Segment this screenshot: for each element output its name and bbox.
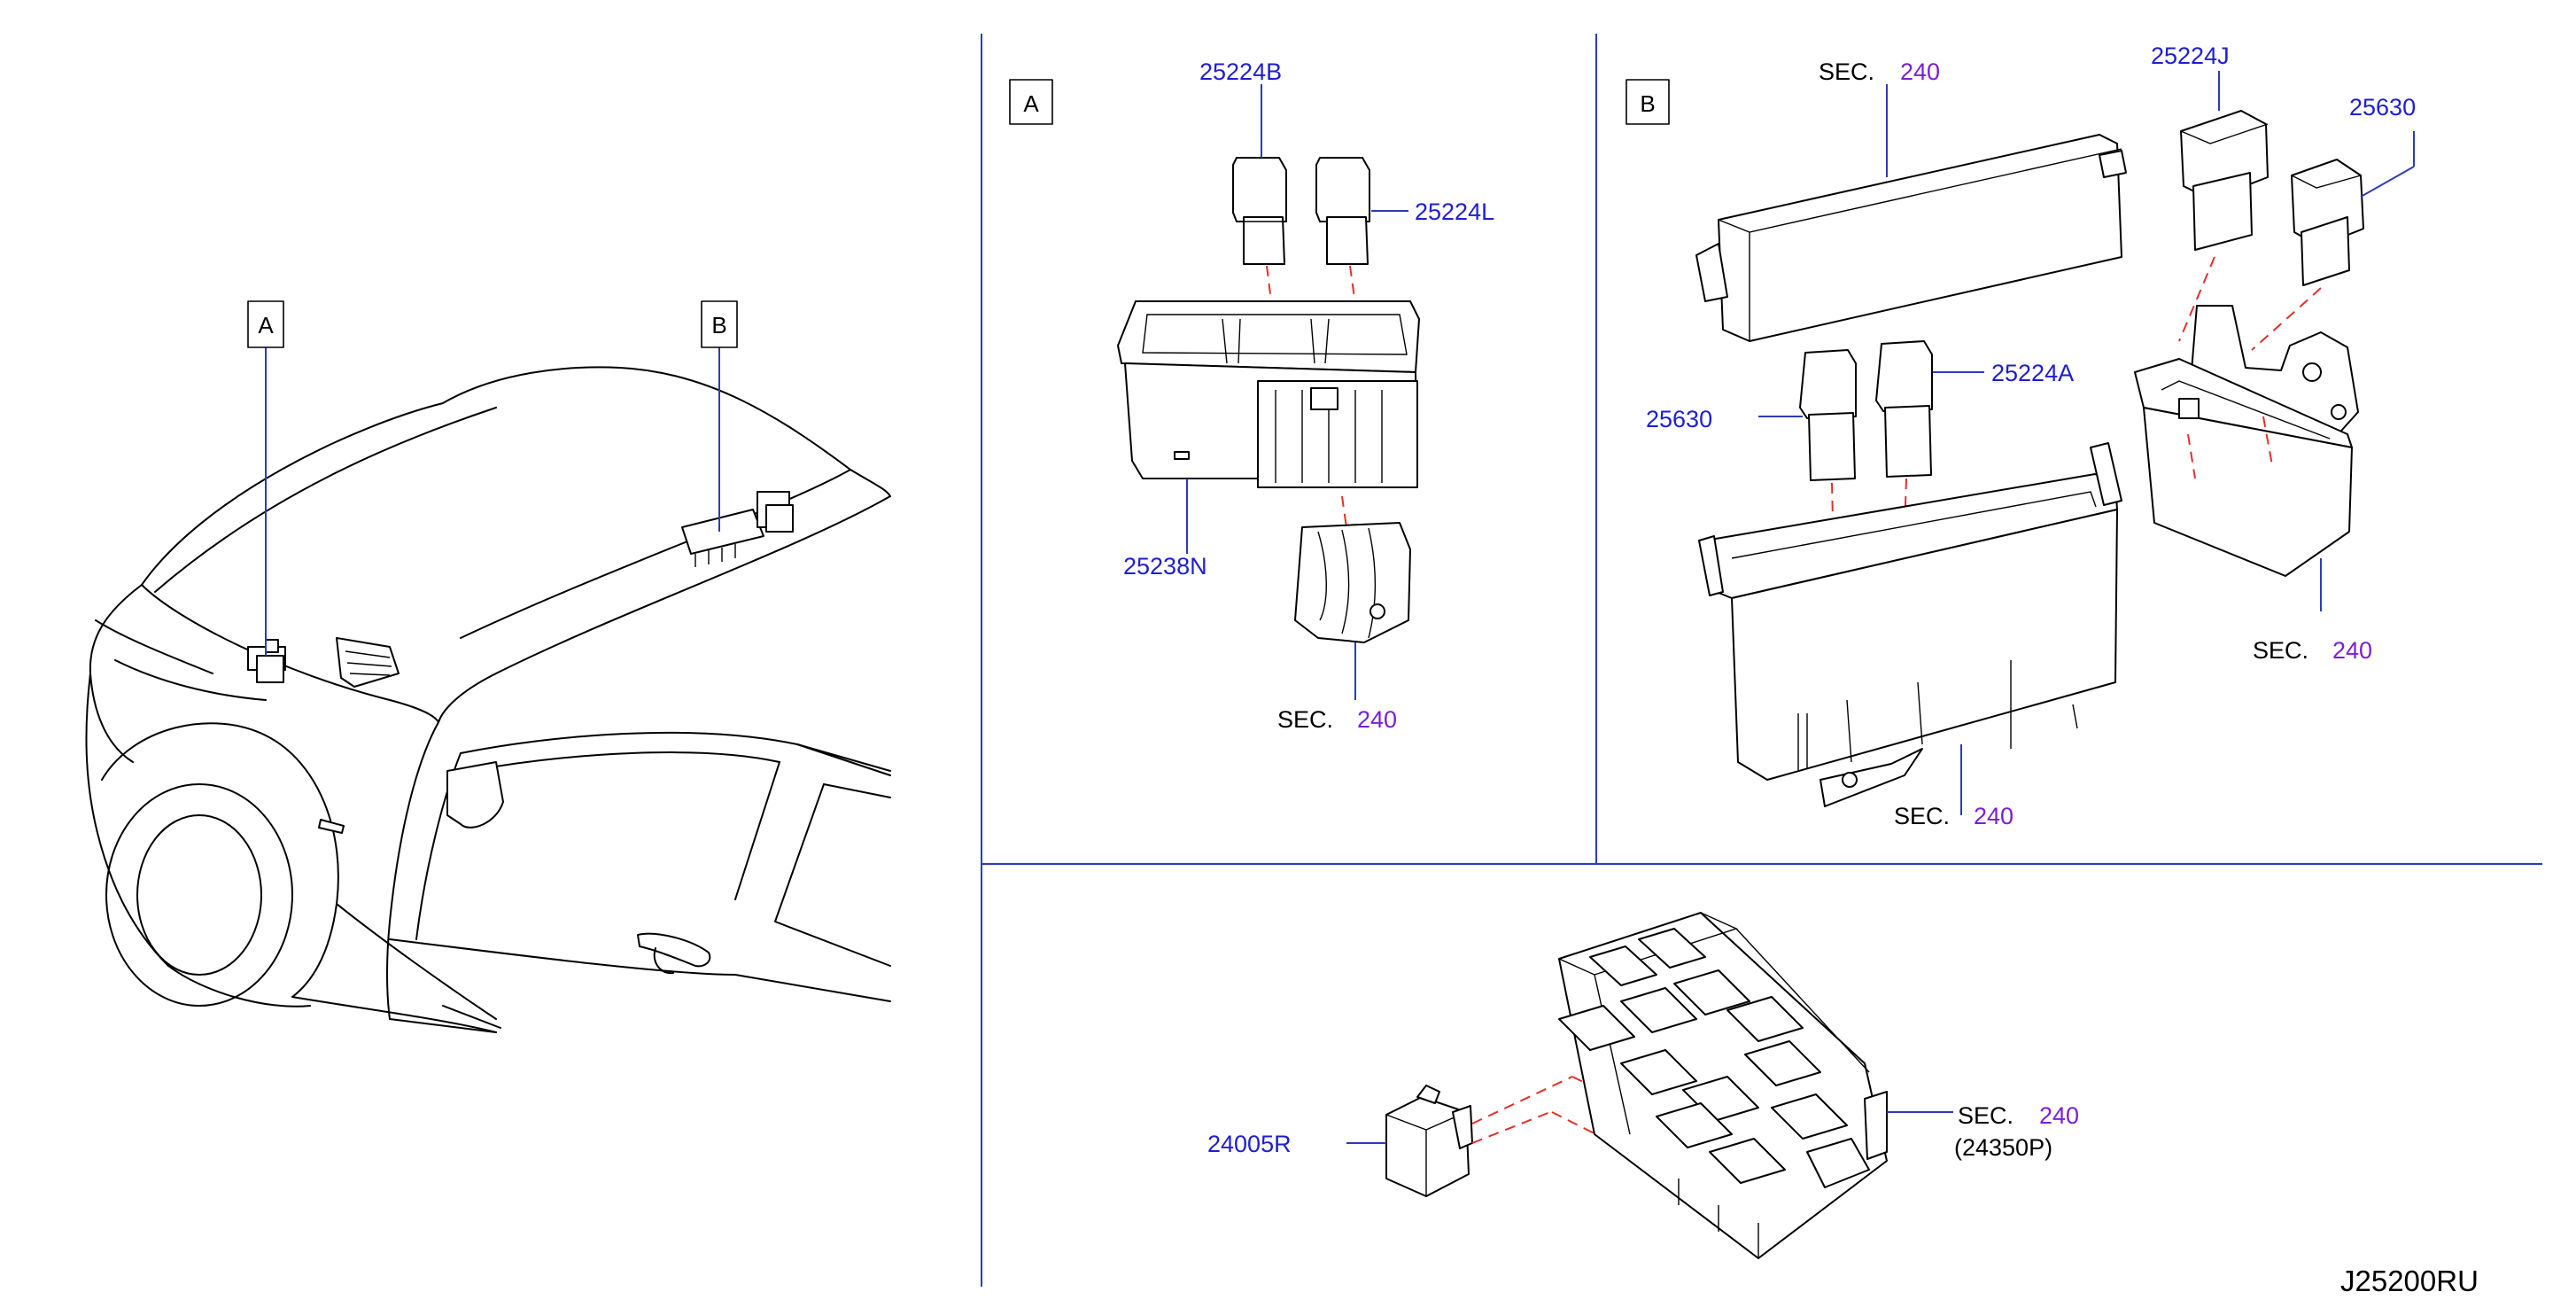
callout-a-overview-label: A xyxy=(258,312,274,338)
callout-b-overview-label: B xyxy=(711,312,726,338)
panel-bottom: 24005R SEC. 240 (24350P) xyxy=(1207,912,2079,1259)
relay-location-b xyxy=(681,491,794,567)
part-number-24005R: 24005R xyxy=(1207,1131,1292,1157)
relay-24005R xyxy=(1385,1085,1473,1197)
sec-label-b-cover-number: 240 xyxy=(1900,58,1940,85)
callout-box-a-overview xyxy=(247,300,284,348)
diagram-code: J25200RU xyxy=(2340,1264,2479,1297)
panel-dividers xyxy=(981,34,2542,1287)
callout-box-b-overview xyxy=(701,300,738,348)
callout-box-b-panel xyxy=(1626,79,1670,125)
sec-label-b-lower-prefix: SEC. xyxy=(1894,803,1950,829)
panel-b: B xyxy=(1626,43,2416,829)
sec-label-b-cover-prefix: SEC. xyxy=(1819,58,1874,85)
sec-label-bottom-prefix: SEC. xyxy=(1958,1102,2013,1129)
callout-a-panel-label: A xyxy=(1023,90,1039,117)
relay-box-25238N xyxy=(1117,300,1420,488)
bracket-sec-240-a xyxy=(1294,522,1411,643)
sec-label-bottom-number: 240 xyxy=(2039,1102,2079,1129)
part-number-25630-top: 25630 xyxy=(2349,94,2416,121)
part-number-25238N: 25238N xyxy=(1123,553,1207,580)
sec-label-a-prefix: SEC. xyxy=(1277,706,1333,733)
callout-box-a-panel xyxy=(1009,79,1053,125)
sec-label-b-right-prefix: SEC. xyxy=(2253,637,2308,664)
sec-label-b-right-number: 240 xyxy=(2332,637,2372,664)
part-number-25224B: 25224B xyxy=(1199,58,1282,85)
sec-label-b-lower-number: 240 xyxy=(1974,803,2013,829)
part-number-25224L: 25224L xyxy=(1415,198,1494,225)
relay-25630-mid xyxy=(1799,349,1857,481)
vehicle-overview: A B xyxy=(85,300,891,1033)
relay-25630-right xyxy=(2291,159,2364,286)
sec-label-a-number: 240 xyxy=(1357,706,1397,733)
part-number-25630-mid: 25630 xyxy=(1646,406,1712,432)
relay-location-a xyxy=(247,637,400,688)
relay-25224B xyxy=(1232,157,1287,265)
part-number-25224A: 25224A xyxy=(1991,360,2074,386)
relay-25224A xyxy=(1875,340,1933,478)
fuse-box-lower xyxy=(1698,442,2122,807)
fuse-box-cover xyxy=(1695,134,2127,342)
part-number-25224J: 25224J xyxy=(2151,43,2230,69)
relay-25224L xyxy=(1315,157,1370,265)
sec-sub-ref-24350P: (24350P) xyxy=(1954,1134,2052,1161)
callout-b-panel-label: B xyxy=(1640,90,1655,117)
relay-25224J xyxy=(2180,110,2269,251)
relay-bracket-box xyxy=(2134,305,2359,577)
panel-a: A xyxy=(1009,58,1494,733)
fuse-block-24350P xyxy=(1558,912,1888,1259)
